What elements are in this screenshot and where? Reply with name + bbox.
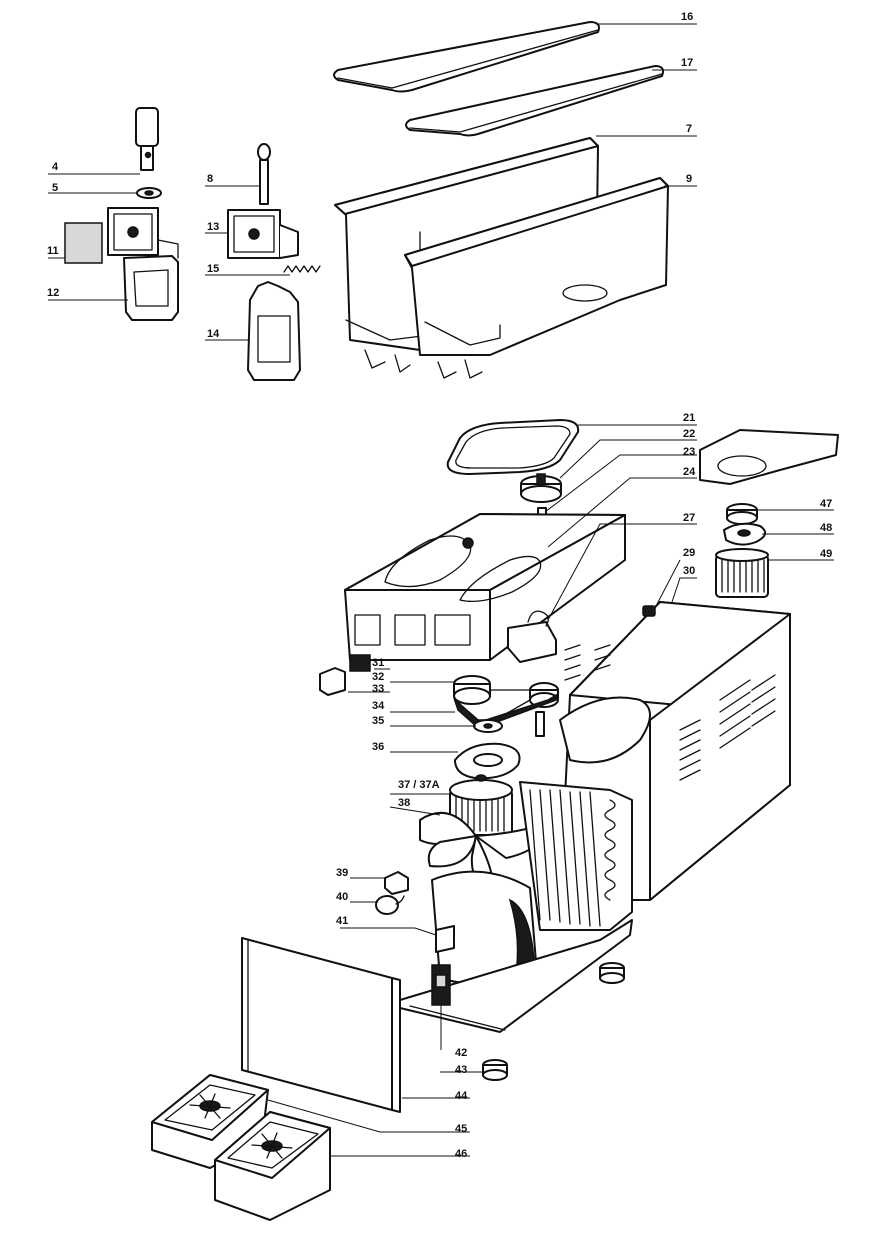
callout-9: 9 bbox=[686, 173, 692, 185]
callout-35: 35 bbox=[372, 715, 384, 727]
motor-bracket-part-36 bbox=[454, 742, 521, 780]
filter-pad-part-11 bbox=[64, 222, 103, 264]
tap-body-part-12 bbox=[107, 207, 179, 321]
leader-lines bbox=[48, 23, 834, 1157]
condenser bbox=[519, 781, 633, 931]
capacitor-part-40 bbox=[375, 895, 405, 915]
bowl-part-9 bbox=[404, 177, 669, 379]
callout-33: 33 bbox=[372, 683, 384, 695]
callout-43: 43 bbox=[455, 1064, 467, 1076]
switch-part-29 bbox=[642, 605, 656, 617]
callout-17: 17 bbox=[681, 57, 693, 69]
callout-40: 40 bbox=[336, 891, 348, 903]
callout-16: 16 bbox=[681, 11, 693, 23]
callout-46: 46 bbox=[455, 1148, 467, 1160]
callout-12: 12 bbox=[47, 287, 59, 299]
callout-45: 45 bbox=[455, 1123, 467, 1135]
callout-15: 15 bbox=[207, 263, 219, 275]
callout-21: 21 bbox=[683, 412, 695, 424]
relay-part-39 bbox=[384, 871, 409, 895]
tap-handle-part-14 bbox=[247, 281, 301, 381]
callout-39: 39 bbox=[336, 867, 348, 879]
switch-part-31 bbox=[349, 654, 371, 672]
callout-48: 48 bbox=[820, 522, 832, 534]
motor-cover-part-47-frame bbox=[699, 429, 839, 485]
lid-part-17 bbox=[405, 65, 665, 137]
callout-8: 8 bbox=[207, 173, 213, 185]
callout-24: 24 bbox=[683, 466, 696, 478]
drive-hub-part-22 bbox=[520, 473, 562, 503]
callout-4: 4 bbox=[52, 161, 59, 173]
callout-30: 30 bbox=[683, 565, 695, 577]
washer-part-5 bbox=[136, 187, 162, 199]
pulley-part-32 bbox=[453, 675, 559, 708]
drip-tray-part-46 bbox=[214, 1111, 331, 1221]
callout-34: 34 bbox=[372, 700, 385, 712]
tap-lever-part-4 bbox=[135, 107, 159, 171]
callout-31: 31 bbox=[372, 657, 384, 669]
tap-body-part-13 bbox=[227, 209, 299, 259]
bearing-part-47 bbox=[726, 503, 758, 525]
callout-29: 29 bbox=[683, 547, 695, 559]
callout-36: 36 bbox=[372, 741, 384, 753]
callout-44: 44 bbox=[455, 1090, 468, 1102]
callout-14: 14 bbox=[207, 328, 220, 340]
tap-pin-part-8 bbox=[257, 143, 271, 205]
callout-37-37a: 37 / 37A bbox=[398, 779, 440, 791]
gasket-part-21 bbox=[446, 419, 580, 475]
switch-cover-part-33 bbox=[319, 667, 346, 696]
callout-13: 13 bbox=[207, 221, 219, 233]
spring-part-15 bbox=[283, 265, 321, 273]
mount-plate-part-48 bbox=[723, 522, 767, 546]
callout-32: 32 bbox=[372, 671, 384, 683]
callout-47: 47 bbox=[820, 498, 832, 510]
callout-11: 11 bbox=[47, 245, 59, 257]
lid-part-16 bbox=[333, 21, 600, 93]
foot-part-43 bbox=[482, 962, 625, 1081]
callout-labels: 16 17 7 9 4 5 8 11 13 15 12 14 21 22 23 … bbox=[47, 11, 832, 1160]
callout-22: 22 bbox=[683, 428, 695, 440]
front-panel-part-44 bbox=[241, 937, 401, 1113]
valve-part-42 bbox=[431, 964, 451, 1006]
gear-motor-part-49 bbox=[715, 548, 769, 598]
callout-27: 27 bbox=[683, 512, 695, 524]
callout-41: 41 bbox=[336, 915, 348, 927]
callout-7: 7 bbox=[686, 123, 692, 135]
callout-23: 23 bbox=[683, 446, 695, 458]
callout-5: 5 bbox=[52, 182, 58, 194]
callout-49: 49 bbox=[820, 548, 832, 560]
callout-42: 42 bbox=[455, 1047, 467, 1059]
callout-38: 38 bbox=[398, 797, 410, 809]
evaporator-tray bbox=[344, 513, 626, 661]
thermostat-part-27 bbox=[507, 610, 557, 663]
